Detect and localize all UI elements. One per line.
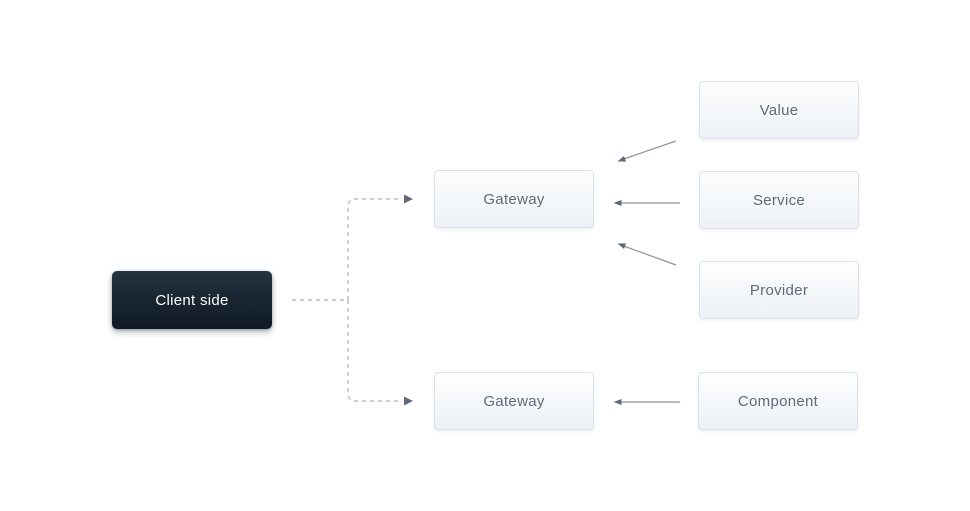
solid-connectors — [613, 140, 680, 405]
node-value: Value — [699, 81, 859, 139]
solid-arrowhead-icon — [613, 399, 622, 405]
solid-arrowhead-icon — [617, 243, 627, 250]
solid-connector-provider-to-gateway-top — [620, 244, 677, 266]
node-provider: Provider — [699, 261, 859, 319]
solid-connector-value-to-gateway-top — [620, 140, 677, 161]
node-gateway-bottom-label: Gateway — [483, 392, 545, 410]
dashed-arrowhead-icon — [404, 194, 413, 204]
dashed-connectors — [292, 194, 413, 406]
node-service-label: Service — [752, 191, 806, 209]
solid-arrowhead-icon — [617, 155, 627, 162]
solid-arrowhead-icon — [613, 200, 622, 206]
dashed-arrowhead-icon — [404, 396, 413, 406]
node-component: Component — [698, 372, 858, 430]
node-gateway-top-label: Gateway — [483, 190, 545, 208]
node-client-side: Client side — [112, 271, 272, 329]
node-component-label: Component — [737, 392, 819, 410]
node-service: Service — [699, 171, 859, 229]
dashed-connector-client-to-gateway-top — [347, 198, 402, 300]
node-value-label: Value — [759, 101, 799, 119]
node-gateway-bottom: Gateway — [434, 372, 594, 430]
node-gateway-top: Gateway — [434, 170, 594, 228]
dashed-connector-client-to-gateway-bottom — [347, 300, 402, 402]
node-client-side-label: Client side — [155, 291, 229, 309]
node-provider-label: Provider — [749, 281, 809, 299]
